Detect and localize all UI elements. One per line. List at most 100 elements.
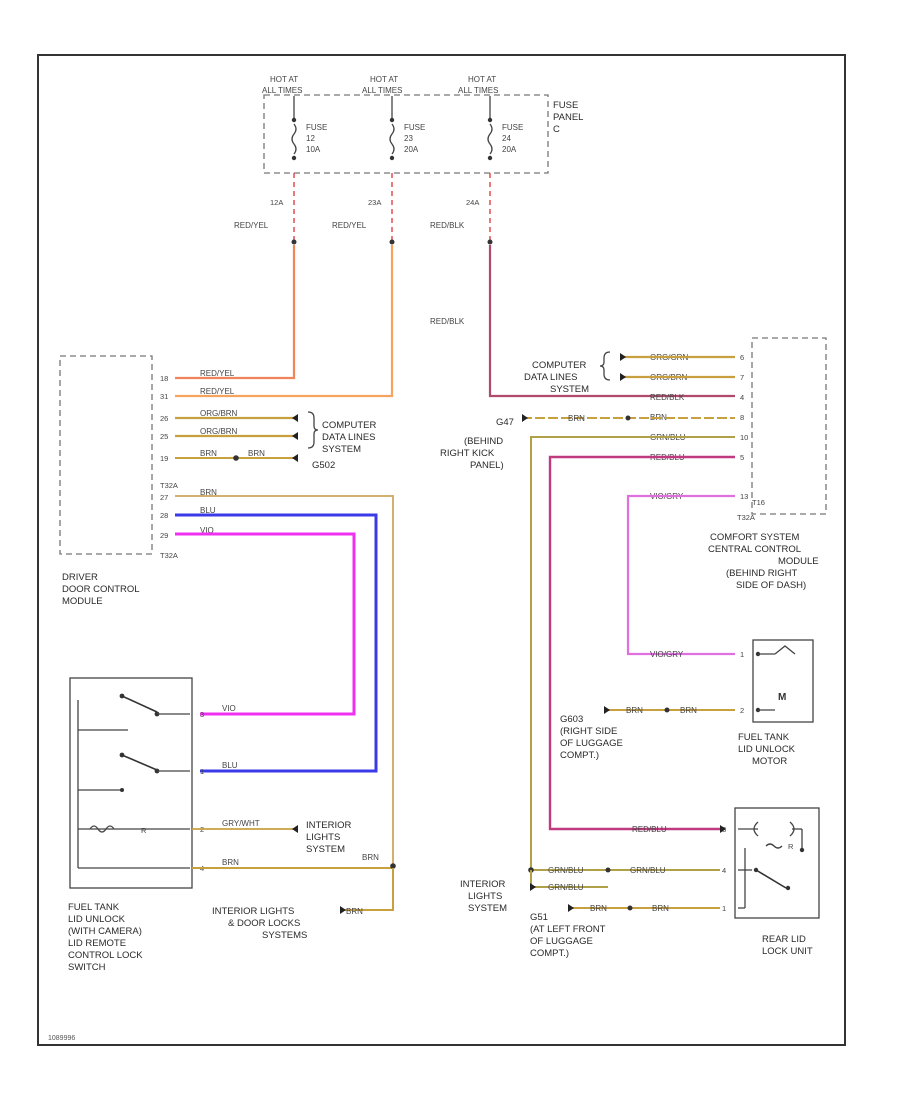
wire-blu (175, 513, 378, 773)
comfort-label-2: CENTRAL CONTROL (708, 544, 801, 555)
switch-interior-1: INTERIOR (306, 820, 352, 831)
diagram-frame (37, 54, 846, 1046)
driver-pin-31: 31 (160, 392, 168, 401)
driver-data-lines-3: SYSTEM (322, 444, 361, 455)
fuse-3-pin: 24A (466, 198, 479, 207)
driver-wire-label-4: ORG/BRN (200, 427, 238, 436)
fuse-3-name: FUSE (502, 123, 523, 132)
switch-resistor-mark: R (141, 826, 147, 835)
comfort-pin-8: 8 (740, 413, 744, 422)
fuel-lid-motor: M FUEL TANK LID UNLOCK MOTOR (738, 639, 814, 767)
hot-label-1b: ALL TIMES (262, 86, 302, 95)
comfort-label-4: (BEHIND RIGHT (726, 568, 797, 579)
rear-interior-1: INTERIOR (460, 879, 506, 890)
switch-brn-label-2: BRN (346, 907, 363, 916)
comfort-ground-loc-2: RIGHT KICK (440, 448, 495, 459)
comfort-label-5: SIDE OF DASH) (736, 580, 806, 591)
lid-remote-switch: R FUEL TANK LID UNLOCK (WITH CAMERA) LID… (68, 677, 193, 973)
rear-lock-pin-4: 4 (722, 866, 726, 875)
switch-label-5: CONTROL LOCK (68, 950, 143, 961)
wire-label-fuse2: RED/YEL (332, 221, 367, 230)
driver-wire-label-5: BRN (200, 449, 217, 458)
switch-interior2-1: INTERIOR LIGHTS (212, 906, 294, 917)
comfort-data-lines-3: SYSTEM (550, 384, 589, 395)
fuse-1-num: 12 (306, 134, 315, 143)
comfort-label-3: MODULE (778, 556, 819, 567)
driver-pin-25: 25 (160, 432, 168, 441)
fuse-1-pin: 12A (270, 198, 283, 207)
switch-wire-label-brn: BRN (222, 858, 239, 867)
motor-pin-1: 1 (740, 650, 744, 659)
switch-label-1: FUEL TANK (68, 902, 120, 913)
driver-wire-label-7: BLU (200, 506, 216, 515)
rear-wire-label-brn2: BRN (652, 904, 669, 913)
comfort-ground-loc-3: PANEL) (470, 460, 504, 471)
switch-interior-2: LIGHTS (306, 832, 340, 843)
wire-brn-driver (175, 495, 394, 866)
rear-ground-loc-1: (AT LEFT FRONT (530, 924, 606, 935)
fuse-panel-title-2: PANEL (553, 112, 583, 123)
wire-red-yel-1 (175, 245, 296, 380)
switch-label-2: LID UNLOCK (68, 914, 126, 925)
driver-data-lines-2: DATA LINES (322, 432, 376, 443)
comfort-label-1: COMFORT SYSTEM (710, 532, 799, 543)
rear-ground-loc-3: COMPT.) (530, 948, 569, 959)
rear-wire-label-grn3: GRN/BLU (548, 883, 584, 892)
driver-module-label-3: MODULE (62, 596, 103, 607)
fuse-1-name: FUSE (306, 123, 327, 132)
driver-module-label-2: DOOR CONTROL (62, 584, 140, 595)
rear-lid-lock-unit: R REAR LID LOCK UNIT (734, 807, 820, 957)
motor-label-1: FUEL TANK (738, 732, 790, 743)
comfort-ground-loc-1: (BEHIND (464, 436, 503, 447)
switch-label-3: (WITH CAMERA) (68, 926, 142, 937)
comfort-pin-5: 5 (740, 453, 744, 462)
driver-pin-29: 29 (160, 531, 168, 540)
fuse-3-amps: 20A (502, 145, 517, 154)
wire-label-fuse1: RED/YEL (234, 221, 269, 230)
rear-lock-label-1: REAR LID (762, 934, 806, 945)
hot-label-2a: HOT AT (370, 75, 398, 84)
switch-label-6: SWITCH (68, 962, 106, 973)
comfort-brn-label-2: BRN (568, 414, 585, 423)
rear-interior-2: LIGHTS (468, 891, 502, 902)
driver-pin-18: 18 (160, 374, 168, 383)
rear-wire-label-brn1: BRN (590, 904, 607, 913)
comfort-conn-t16: T16 (752, 498, 765, 507)
fuse-panel: FUSE PANEL C HOT AT ALL TIMES HOT AT ALL… (262, 75, 583, 174)
motor-label-2: LID UNLOCK (738, 744, 796, 755)
fuse-panel-title-3: C (553, 124, 560, 135)
rear-wire-label-grn1: GRN/BLU (548, 866, 584, 875)
comfort-pin-13: 13 (740, 492, 748, 501)
fuse-2-pin: 23A (368, 198, 381, 207)
driver-data-lines-1: COMPUTER (322, 420, 377, 431)
driver-conn-1: T32A (160, 481, 178, 490)
wire-label-red-blk: RED/BLK (430, 317, 465, 326)
driver-module-label-1: DRIVER (62, 572, 98, 583)
motor-symbol: M (778, 692, 786, 703)
driver-wire-label-2: RED/YEL (200, 387, 235, 396)
fuse-panel-title-1: FUSE (553, 100, 578, 111)
rear-wire-label-grn2: GRN/BLU (630, 866, 666, 875)
wire-grn-blu (530, 436, 735, 870)
wire-red-yel-2 (175, 245, 394, 398)
wire-label-fuse3: RED/BLK (430, 221, 465, 230)
driver-wire-label-3: ORG/BRN (200, 409, 238, 418)
fuse-2-name: FUSE (404, 123, 425, 132)
rear-lock-outline (734, 807, 820, 919)
switch-pin-1: 1 (200, 767, 204, 776)
driver-wire-label-5b: BRN (248, 449, 265, 458)
switch-pin-3: 3 (200, 710, 204, 719)
switch-interior-3: SYSTEM (306, 844, 345, 855)
switch-wire-label-blu: BLU (222, 761, 238, 770)
fuse-1-amps: 10A (306, 145, 321, 154)
switch-wire-label-gry: GRY/WHT (222, 819, 260, 828)
driver-wire-label-1: RED/YEL (200, 369, 235, 378)
fuse-2-amps: 20A (404, 145, 419, 154)
motor-pin-2: 2 (740, 706, 744, 715)
motor-ground-loc-3: COMPT.) (560, 750, 599, 761)
driver-pin-27: 27 (160, 493, 168, 502)
driver-ground: G502 (312, 460, 335, 471)
switch-interior2-2: & DOOR LOCKS (228, 918, 300, 929)
